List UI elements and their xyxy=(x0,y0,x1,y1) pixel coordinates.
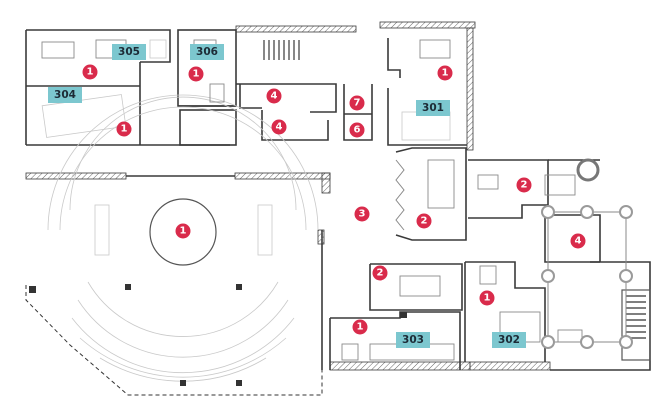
zone-marker: 1 xyxy=(175,223,191,239)
room-label-306-text: 306 xyxy=(196,46,218,58)
room-label-303: 303 xyxy=(396,332,430,348)
structural-nodes xyxy=(541,205,633,349)
zone-marker: 1 xyxy=(352,319,368,335)
room-label-304-text: 304 xyxy=(54,89,76,101)
zone-marker: 1 xyxy=(188,66,204,82)
zone-marker: 4 xyxy=(570,233,586,249)
zone-marker: 4 xyxy=(266,88,282,104)
zone-marker-text: 4 xyxy=(271,91,278,102)
room-label-305-text: 305 xyxy=(118,46,140,58)
zone-marker: 6 xyxy=(349,122,365,138)
zone-marker-text: 3 xyxy=(359,209,366,220)
zone-marker: 1 xyxy=(116,121,132,137)
walls xyxy=(25,21,651,396)
room-label-301: 301 xyxy=(416,100,450,116)
zone-marker-text: 2 xyxy=(421,216,428,227)
stairs-right xyxy=(621,289,651,361)
zone-marker: 2 xyxy=(416,213,432,229)
room-label-303-text: 303 xyxy=(402,334,424,346)
zone-marker-text: 1 xyxy=(193,69,200,80)
zone-marker-text: 1 xyxy=(180,226,187,237)
zone-marker: 1 xyxy=(479,290,495,306)
zone-marker: 2 xyxy=(516,177,532,193)
zone-marker-text: 2 xyxy=(377,268,384,279)
zone-marker-text: 7 xyxy=(354,98,361,109)
stairs-top xyxy=(263,40,300,60)
zone-marker-text: 1 xyxy=(87,67,94,78)
zone-marker: 7 xyxy=(349,95,365,111)
room-label-301-text: 301 xyxy=(422,102,444,114)
room-label-306: 306 xyxy=(190,44,224,60)
room-label-304: 304 xyxy=(48,87,82,103)
zone-marker-text: 1 xyxy=(357,322,364,333)
furniture xyxy=(41,39,600,361)
room-label-302-text: 302 xyxy=(498,334,520,346)
zone-marker-text: 1 xyxy=(442,68,449,79)
auditorium xyxy=(29,94,319,386)
zone-marker: 2 xyxy=(372,265,388,281)
zone-marker-text: 1 xyxy=(121,124,128,135)
zone-marker-text: 2 xyxy=(521,180,528,191)
zone-marker: 3 xyxy=(354,206,370,222)
room-label-302: 302 xyxy=(492,332,526,348)
zone-marker-text: 4 xyxy=(575,236,582,247)
room-label-305: 305 xyxy=(112,44,146,60)
zone-marker: 1 xyxy=(437,65,453,81)
zone-marker-text: 6 xyxy=(354,125,361,136)
zone-marker: 4 xyxy=(271,119,287,135)
zone-marker-text: 1 xyxy=(484,293,491,304)
zone-marker: 1 xyxy=(82,64,98,80)
zone-marker-text: 4 xyxy=(276,122,283,133)
